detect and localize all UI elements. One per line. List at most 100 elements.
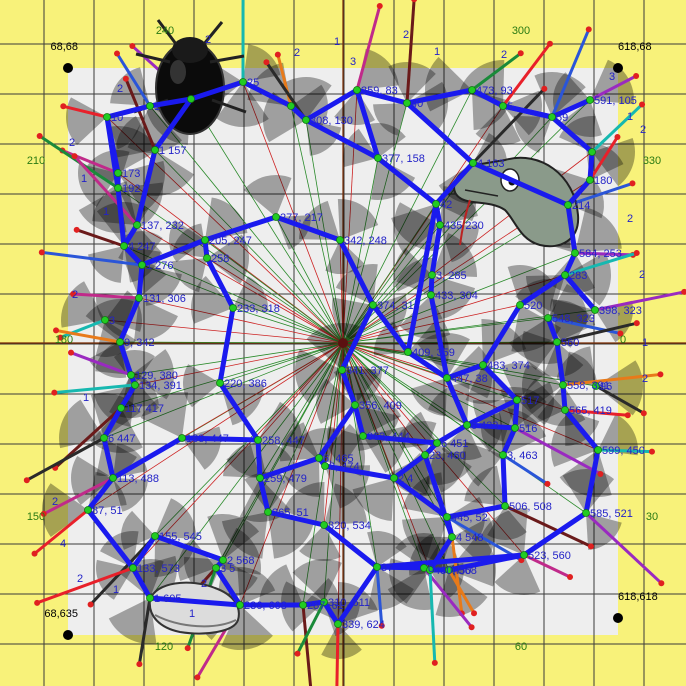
graph-node[interactable]: [468, 86, 476, 94]
graph-node[interactable]: [553, 338, 561, 346]
graph-node[interactable]: [101, 316, 109, 324]
graph-node[interactable]: [219, 556, 227, 564]
graph-node[interactable]: [448, 533, 456, 541]
wedge-shadow: [93, 385, 135, 427]
graph-node[interactable]: [369, 301, 377, 309]
graph-node[interactable]: [544, 314, 552, 322]
graph-node[interactable]: [432, 200, 440, 208]
graph-node[interactable]: [436, 221, 444, 229]
graph-node[interactable]: [84, 506, 92, 514]
graph-node[interactable]: [592, 382, 600, 390]
graph-node[interactable]: [239, 78, 247, 86]
graph-node[interactable]: [469, 159, 477, 167]
graph-node[interactable]: [151, 532, 159, 540]
graph-node[interactable]: [151, 146, 159, 154]
spoke-line: [567, 181, 633, 207]
graph-node[interactable]: [433, 439, 441, 447]
graph-node[interactable]: [146, 102, 154, 110]
graph-node[interactable]: [359, 432, 367, 440]
graph-node[interactable]: [564, 201, 572, 209]
node-label: 473, 93: [476, 85, 513, 97]
snake-image[interactable]: [453, 156, 580, 248]
graph-node[interactable]: [320, 598, 328, 606]
graph-node[interactable]: [426, 566, 434, 574]
graph-node[interactable]: [315, 454, 323, 462]
graph-node[interactable]: [403, 99, 411, 107]
graph-node[interactable]: [116, 338, 124, 346]
graph-node[interactable]: [463, 421, 471, 429]
angle-label: 60: [515, 641, 527, 653]
graph-node[interactable]: [212, 564, 220, 572]
graph-node[interactable]: [428, 271, 436, 279]
graph-node[interactable]: [374, 154, 382, 162]
graph-node[interactable]: [586, 176, 594, 184]
beetle-image[interactable]: [133, 19, 247, 135]
graph-node[interactable]: [445, 566, 453, 574]
graph-node[interactable]: [302, 116, 310, 124]
graph-node[interactable]: [390, 474, 398, 482]
graph-node[interactable]: [501, 502, 509, 510]
graph-node[interactable]: [571, 249, 579, 257]
graph-node[interactable]: [299, 601, 307, 609]
graph-node[interactable]: [404, 348, 412, 356]
graph-node[interactable]: [321, 462, 329, 470]
graph-node[interactable]: [520, 551, 528, 559]
graph-node[interactable]: [146, 594, 154, 602]
graph-node[interactable]: [120, 242, 128, 250]
graph-node[interactable]: [229, 304, 237, 312]
graph-node[interactable]: [135, 294, 143, 302]
graph-node[interactable]: [203, 254, 211, 262]
graph-node[interactable]: [138, 261, 146, 269]
graph-node[interactable]: [236, 601, 244, 609]
graph-node[interactable]: [133, 221, 141, 229]
graph-node[interactable]: [443, 374, 451, 382]
shoe-image[interactable]: [148, 581, 240, 635]
graph-node[interactable]: [254, 436, 262, 444]
graph-node[interactable]: [320, 521, 328, 529]
graph-node[interactable]: [353, 86, 361, 94]
graph-node[interactable]: [516, 301, 524, 309]
graph-node[interactable]: [586, 96, 594, 104]
graph-node[interactable]: [109, 474, 117, 482]
graph-node[interactable]: [216, 379, 224, 387]
graph-node[interactable]: [114, 184, 122, 192]
graph-node[interactable]: [201, 236, 209, 244]
graph-node[interactable]: [594, 446, 602, 454]
graph-node[interactable]: [427, 291, 435, 299]
graph-node[interactable]: [499, 102, 507, 110]
graph-node[interactable]: [351, 401, 359, 409]
graph-node[interactable]: [256, 474, 264, 482]
graph-node[interactable]: [114, 169, 122, 177]
graph-node[interactable]: [178, 434, 186, 442]
graph-node[interactable]: [443, 513, 451, 521]
graph-node[interactable]: [513, 396, 521, 404]
graph-node[interactable]: [334, 620, 342, 628]
graph-node[interactable]: [588, 148, 596, 156]
graph-node[interactable]: [499, 451, 507, 459]
graph-node[interactable]: [100, 434, 108, 442]
graph-node[interactable]: [336, 236, 344, 244]
graph-node[interactable]: [561, 406, 569, 414]
graph-node[interactable]: [511, 424, 519, 432]
graph-node[interactable]: [559, 381, 567, 389]
graph-node[interactable]: [129, 564, 137, 572]
graph-node[interactable]: [131, 381, 139, 389]
graph-node[interactable]: [421, 451, 429, 459]
spoke-line: [594, 290, 685, 312]
graph-node[interactable]: [272, 213, 280, 221]
graph-node[interactable]: [287, 102, 295, 110]
graph-node[interactable]: [548, 113, 556, 121]
graph-node[interactable]: [373, 563, 381, 571]
graph-node[interactable]: [479, 361, 487, 369]
graph-node[interactable]: [338, 366, 346, 374]
graph-node[interactable]: [591, 306, 599, 314]
graph-node[interactable]: [187, 95, 195, 103]
graph-node[interactable]: [127, 371, 135, 379]
node-label: 520: [524, 300, 542, 312]
graph-node[interactable]: [117, 404, 125, 412]
graph-node[interactable]: [103, 113, 111, 121]
graph-node[interactable]: [582, 509, 590, 517]
graph-node[interactable]: [264, 508, 272, 516]
graph-node[interactable]: [561, 271, 569, 279]
